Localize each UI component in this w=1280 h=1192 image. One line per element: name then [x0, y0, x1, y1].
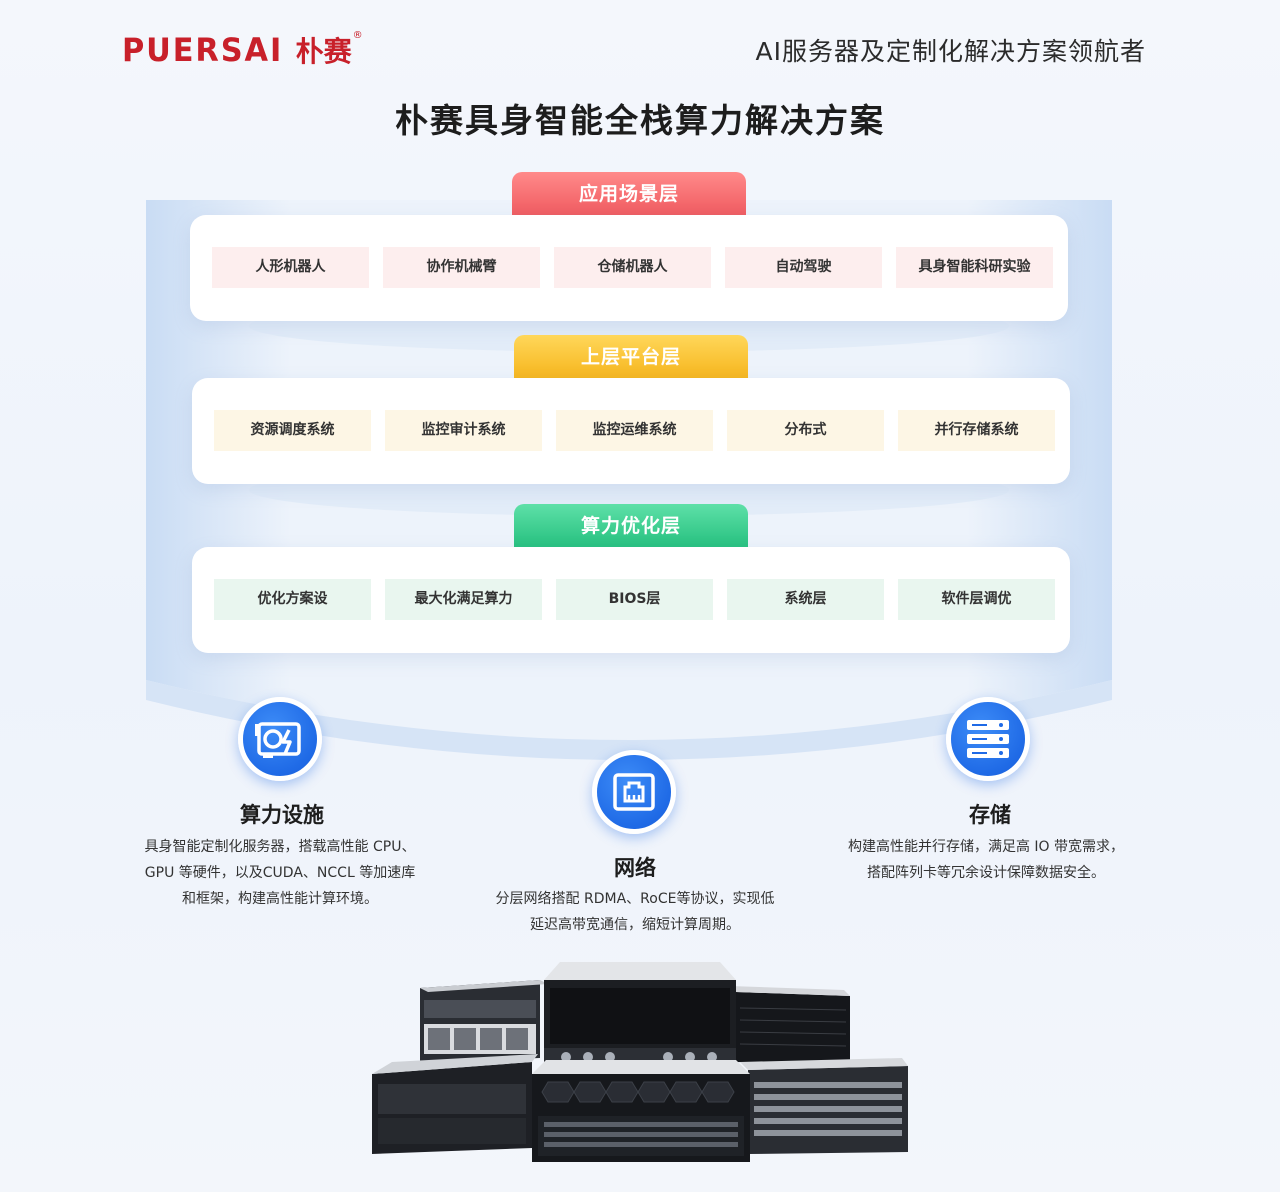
- chip-bios-layer: BIOS层: [556, 579, 713, 620]
- chip-resource-scheduling: 资源调度系统: [214, 410, 371, 451]
- pillar-desc-line: 延迟高带宽通信，缩短计算周期。: [435, 912, 835, 938]
- server-back-left: [420, 980, 548, 1062]
- chip-warehouse-robot: 仓储机器人: [554, 247, 711, 288]
- pillar-title-network: 网络: [435, 852, 835, 882]
- server-back-right: [730, 986, 850, 1064]
- gpu-card-icon: [238, 697, 322, 781]
- chip-humanoid-robot: 人形机器人: [212, 247, 369, 288]
- server-products-image: [368, 958, 912, 1164]
- server-front-left: [372, 1054, 538, 1154]
- storage-server-icon: [946, 697, 1030, 781]
- pillar-desc-line: 和框架，构建高性能计算环境。: [80, 886, 480, 912]
- server-front-center: [532, 1060, 750, 1162]
- page-title: 朴赛具身智能全栈算力解决方案: [0, 94, 1280, 142]
- layer-tab-application: 应用场景层: [512, 172, 746, 216]
- slogan: AI服务器及定制化解决方案领航者: [756, 32, 1146, 68]
- chip-system-layer: 系统层: [727, 579, 884, 620]
- chip-monitor-audit: 监控审计系统: [385, 410, 542, 451]
- pillar-desc-line: 具身智能定制化服务器，搭载高性能 CPU、: [80, 834, 480, 860]
- pillar-desc-line: 构建高性能并行存储，满足高 IO 带宽需求，: [786, 834, 1186, 860]
- pillar-desc-network: 分层网络搭配 RDMA、RoCE等协议，实现低 延迟高带宽通信，缩短计算周期。: [435, 886, 835, 938]
- chip-software-tuning: 软件层调优: [898, 579, 1055, 620]
- pillar-desc-line: 分层网络搭配 RDMA、RoCE等协议，实现低: [435, 886, 835, 912]
- layer-card-application: 人形机器人 协作机械臂 仓储机器人 自动驾驶 具身智能科研实验: [190, 215, 1068, 321]
- pillar-desc-compute: 具身智能定制化服务器，搭载高性能 CPU、 GPU 等硬件，以及CUDA、NCC…: [80, 834, 480, 912]
- layer-tab-platform: 上层平台层: [514, 335, 748, 379]
- chip-parallel-storage: 并行存储系统: [898, 410, 1055, 451]
- pillar-title-compute: 算力设施: [82, 799, 482, 829]
- logo-chinese-text: 朴赛: [296, 30, 352, 70]
- pillar-desc-storage: 构建高性能并行存储，满足高 IO 带宽需求， 搭配阵列卡等冗余设计保障数据安全。: [786, 834, 1186, 886]
- server-center-top: [544, 962, 736, 1066]
- pillar-title-storage: 存储: [790, 799, 1190, 829]
- chip-embodied-research: 具身智能科研实验: [896, 247, 1053, 288]
- registered-mark: ®: [353, 30, 363, 41]
- chip-monitor-ops: 监控运维系统: [556, 410, 713, 451]
- pillar-desc-line: 搭配阵列卡等冗余设计保障数据安全。: [786, 860, 1186, 886]
- chip-autonomous-driving: 自动驾驶: [725, 247, 882, 288]
- logo-latin-text: PUERSAI: [122, 31, 283, 69]
- network-port-icon: [592, 750, 676, 834]
- layer-card-optimization: 优化方案设 最大化满足算力 BIOS层 系统层 软件层调优: [192, 547, 1070, 653]
- brand-logo: PUERSAI 朴赛 ®: [122, 30, 363, 70]
- chip-collaborative-arm: 协作机械臂: [383, 247, 540, 288]
- chip-distributed: 分布式: [727, 410, 884, 451]
- chip-max-compute: 最大化满足算力: [385, 579, 542, 620]
- server-front-right: [740, 1058, 908, 1154]
- pillar-desc-line: GPU 等硬件，以及CUDA、NCCL 等加速库: [80, 860, 480, 886]
- layer-tab-optimization: 算力优化层: [514, 504, 748, 548]
- layer-card-platform: 资源调度系统 监控审计系统 监控运维系统 分布式 并行存储系统: [192, 378, 1070, 484]
- chip-optimization-design: 优化方案设: [214, 579, 371, 620]
